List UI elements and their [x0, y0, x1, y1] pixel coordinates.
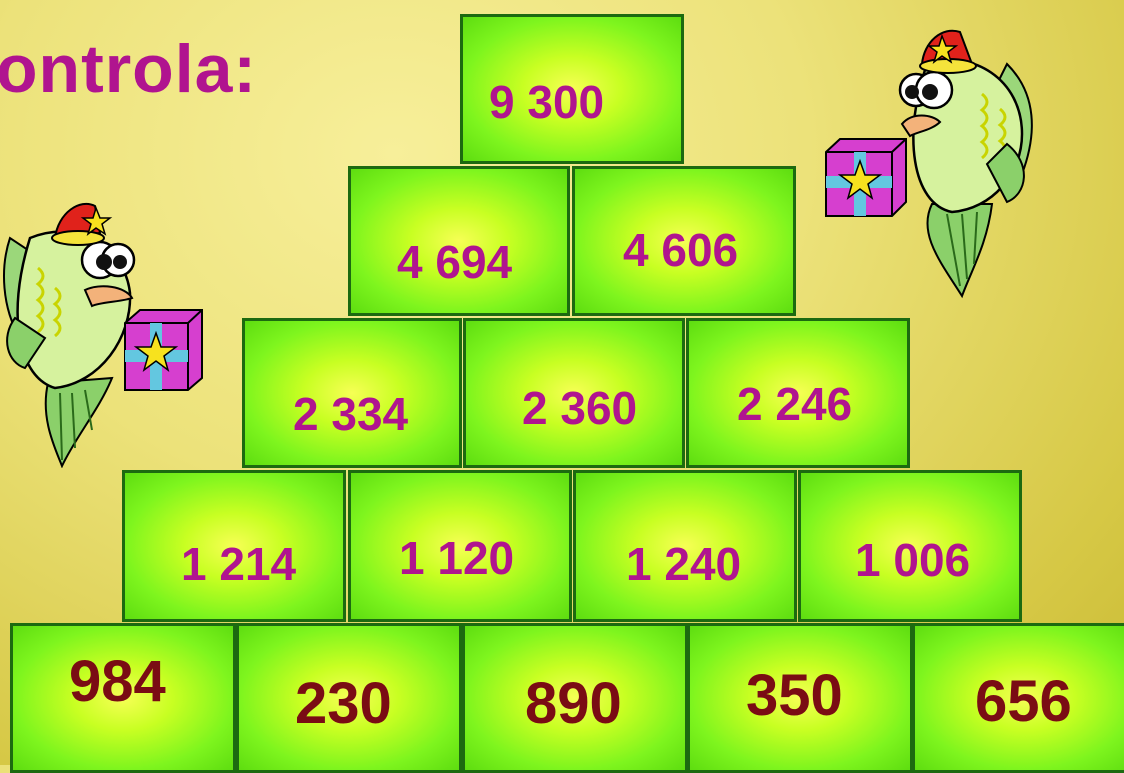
- brick-row5-3: 890: [462, 623, 688, 773]
- brick-value: 890: [525, 670, 622, 737]
- brick-value: 1 214: [181, 537, 296, 591]
- brick-row4-1: 1 214: [122, 470, 346, 622]
- brick-value: 1 006: [855, 533, 970, 587]
- brick-row4-4: 1 006: [798, 470, 1022, 622]
- gift-box-icon: [826, 139, 906, 216]
- brick-value: 984: [69, 648, 166, 715]
- brick-value: 350: [746, 662, 843, 729]
- brick-value: 4 606: [623, 223, 738, 277]
- brick-row1-1: 9 300: [460, 14, 684, 164]
- brick-value: 230: [295, 670, 392, 737]
- brick-value: 1 120: [399, 531, 514, 585]
- brick-value: 4 694: [397, 235, 512, 289]
- brick-value: 656: [975, 668, 1072, 735]
- brick-row3-3: 2 246: [686, 318, 910, 468]
- brick-row5-4: 350: [687, 623, 913, 773]
- gift-box-icon: [125, 310, 202, 390]
- brick-row2-2: 4 606: [572, 166, 796, 316]
- fish-icon: [0, 198, 210, 468]
- brick-row5-5: 656: [912, 623, 1124, 773]
- brick-row3-1: 2 334: [242, 318, 462, 468]
- brick-value: 9 300: [489, 75, 604, 129]
- fish-icon: [822, 24, 1052, 299]
- brick-row5-1: 984: [10, 623, 236, 773]
- brick-row4-2: 1 120: [348, 470, 572, 622]
- brick-value: 1 240: [626, 537, 741, 591]
- brick-value: 2 246: [737, 377, 852, 431]
- brick-row2-1: 4 694: [348, 166, 570, 316]
- brick-value: 2 360: [522, 381, 637, 435]
- brick-value: 2 334: [293, 387, 408, 441]
- brick-row3-2: 2 360: [463, 318, 685, 468]
- brick-row5-2: 230: [236, 623, 462, 773]
- brick-row4-3: 1 240: [573, 470, 797, 622]
- page-title: ontrola:: [0, 30, 257, 108]
